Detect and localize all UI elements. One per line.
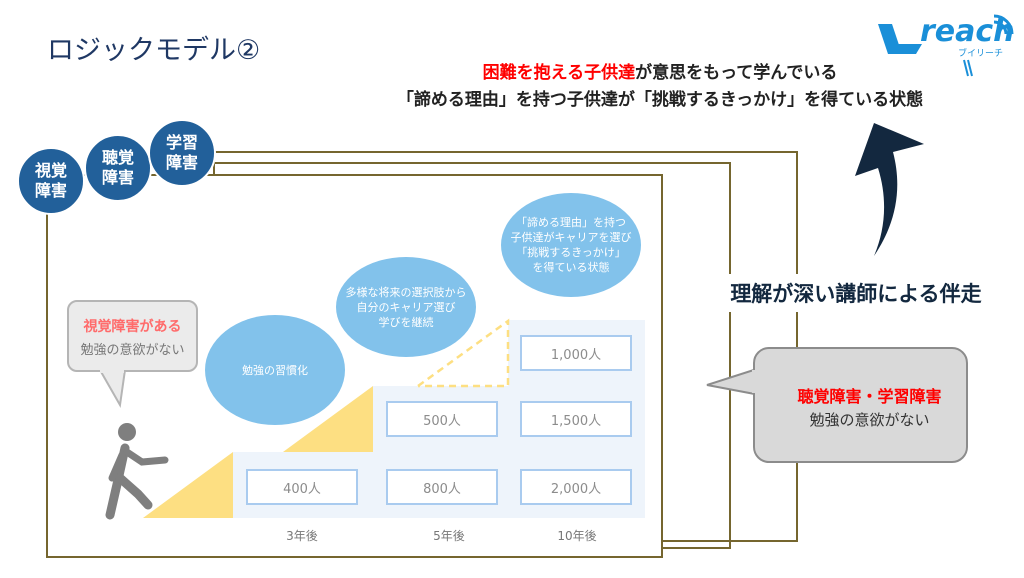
- count-box: 800人: [386, 469, 498, 505]
- year-label: 5年後: [433, 529, 465, 543]
- year-label: 3年後: [286, 529, 318, 543]
- count-box: 2,000人: [520, 469, 632, 505]
- year-label: 10年後: [557, 529, 597, 543]
- right-speech-bubble: 聴覚障害・学習障害 勉強の意欲がない: [753, 347, 968, 463]
- logo: reach ブイリーチ: [876, 14, 1016, 80]
- category-learning: 学習障害: [148, 119, 216, 187]
- left-bubble-text: 勉強の意欲がない: [80, 343, 185, 358]
- page-title: ロジックモデル②: [47, 35, 261, 66]
- step-triangle: [283, 386, 373, 452]
- logo-subtext: ブイリーチ: [958, 49, 1004, 59]
- up-arrow-icon: [855, 123, 924, 256]
- count-box: 400人: [246, 469, 358, 505]
- right-bubble-text: 勉強の意欲がない: [809, 411, 930, 429]
- person-walking-icon: [105, 423, 169, 520]
- future-step-triangle: [417, 318, 510, 388]
- goal-line1: が意思をもって学んでいる: [635, 63, 838, 83]
- count-box: 1,500人: [520, 401, 632, 437]
- stage-habit: 勉強の習慣化: [205, 315, 345, 425]
- step-triangle: [143, 452, 233, 518]
- logo-mark-icon: [878, 14, 1014, 77]
- category-hearing: 聴覚障害: [84, 134, 152, 202]
- count-box: 500人: [386, 401, 498, 437]
- logo-text: reach: [920, 14, 1015, 49]
- goal-statement: 困難を抱える子供達が意思をもって学んでいる 「諦める理由」を持つ子供達が「挑戦す…: [360, 60, 960, 114]
- stage-career-choice: 多様な将来の選択肢から自分のキャリア選び学びを継続: [336, 257, 476, 357]
- left-bubble-tail: [98, 369, 127, 409]
- stage-goal: 「諦める理由」を持つ子供達がキャリアを選び「挑戦するきっかけ」を得ている状態: [501, 193, 641, 297]
- left-speech-bubble: 視覚障害がある 勉強の意欲がない: [67, 300, 198, 372]
- right-bubble-heading: 聴覚障害・学習障害: [797, 387, 942, 406]
- category-visual: 視覚障害: [17, 147, 85, 215]
- goal-highlight: 困難を抱える子供達: [482, 63, 636, 83]
- support-label: 理解が深い講師による伴走: [706, 274, 1006, 312]
- left-bubble-heading: 視覚障害がある: [83, 319, 182, 335]
- count-box: 1,000人: [520, 335, 632, 371]
- goal-line2: 「諦める理由」を持つ子供達が「挑戦するきっかけ」を得ている状態: [396, 90, 924, 110]
